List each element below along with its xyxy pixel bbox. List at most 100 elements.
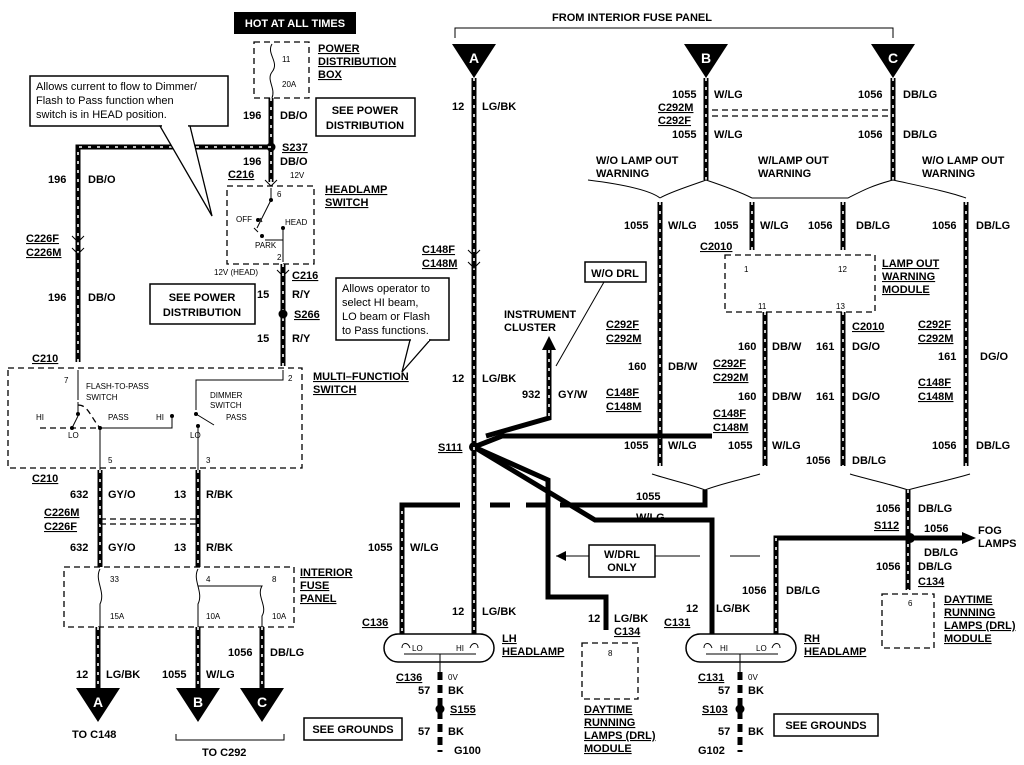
see-power-distribution-box-2 bbox=[149, 283, 256, 325]
v12-head-label: 12V (HEAD) bbox=[214, 268, 258, 277]
connector-b-bottom-letter: B bbox=[193, 694, 203, 710]
fog-lamps-arrow bbox=[962, 532, 976, 544]
drl-module-mid-label-2: RUNNING bbox=[584, 717, 635, 729]
wire-13-label-1: 13 bbox=[174, 489, 186, 501]
interior-fuse-panel-label-1: INTERIOR bbox=[300, 567, 353, 579]
c148m-label-a: C148M bbox=[422, 258, 457, 270]
splice-s103 bbox=[735, 704, 745, 714]
connector-c-top bbox=[871, 44, 915, 78]
c292f-label-right: C292F bbox=[918, 319, 951, 331]
fuse-10a-label-1: 10A bbox=[206, 612, 221, 621]
wire-lg-bk-label-drl: LG/BK bbox=[614, 613, 648, 625]
wire-db-lg-label-r1: DB/LG bbox=[856, 220, 890, 232]
wire-r-y-label-1: R/Y bbox=[292, 289, 311, 301]
wire-db-lg-label-fog2: DB/LG bbox=[924, 547, 958, 559]
s237-label: S237 bbox=[282, 142, 308, 154]
rh-lo-label: LO bbox=[756, 644, 767, 653]
wire-db-o-label-3: DB/O bbox=[88, 174, 116, 186]
see-grounds-text-left: SEE GROUNDS bbox=[312, 724, 393, 736]
c216-label-top: C216 bbox=[228, 169, 254, 181]
c148f-label-right: C148F bbox=[918, 377, 951, 389]
wire-1056-label-fog3: 1056 bbox=[876, 561, 900, 573]
drl-module-right-label-1: DAYTIME bbox=[944, 594, 993, 606]
c216-label-bottom: C216 bbox=[292, 270, 318, 282]
hi-label-2: HI bbox=[156, 413, 164, 422]
wire-57-label-lh2: 57 bbox=[418, 726, 430, 738]
c292f-label-mid: C292F bbox=[713, 358, 746, 370]
drl-module-right-label-3: LAMPS (DRL) bbox=[944, 620, 1016, 632]
connector-b-top-letter: B bbox=[701, 50, 711, 66]
lamp-out-warning-brackets bbox=[587, 179, 967, 199]
wire-dg-o-label-right: DG/O bbox=[980, 351, 1009, 363]
lamp-out-module-label-2: WARNING bbox=[882, 271, 935, 283]
pin-2-label-headlamp: 2 bbox=[277, 253, 282, 262]
headlamp-switch-label-2: SWITCH bbox=[325, 197, 368, 209]
see-grounds-box-right bbox=[773, 713, 879, 737]
pin-11-label: 11 bbox=[282, 55, 291, 64]
callout-operator-line-1: Allows operator to bbox=[342, 283, 430, 295]
wire-lg-bk-label-rh: LG/BK bbox=[716, 603, 750, 615]
power-distribution-box bbox=[253, 41, 310, 99]
pin-8-label-drl: 8 bbox=[608, 649, 613, 658]
pin-5-label: 5 bbox=[108, 456, 113, 465]
pin-12-label: 12 bbox=[838, 265, 847, 274]
c148m-label-mid: C148M bbox=[713, 422, 748, 434]
off-label: OFF bbox=[236, 215, 252, 224]
from-interior-fuse-panel-text: FROM INTERIOR FUSE PANEL bbox=[552, 12, 712, 24]
c292m-label-left: C292M bbox=[606, 333, 641, 345]
wire-1056-label-left: 1056 bbox=[228, 647, 252, 659]
c210-label-bottom: C210 bbox=[32, 473, 58, 485]
to-c148-label: TO C148 bbox=[72, 729, 116, 741]
lamp-out-module-label-3: MODULE bbox=[882, 284, 930, 296]
wire-dg-o-label-1: DG/O bbox=[852, 341, 881, 353]
connector-a-top bbox=[452, 44, 496, 78]
wire-bk-label-lh1: BK bbox=[448, 685, 464, 697]
wire-632-label-2: 632 bbox=[70, 542, 88, 554]
wire-db-lg-label-right-col: DB/LG bbox=[976, 440, 1010, 452]
wire-196-label-1: 196 bbox=[243, 110, 261, 122]
wire-db-lg-label-r2: DB/LG bbox=[976, 220, 1010, 232]
wire-db-lg-label-fog1: DB/LG bbox=[918, 503, 952, 515]
pin-11-label-module: 11 bbox=[758, 302, 767, 311]
dimmer-switch-label-2: SWITCH bbox=[210, 401, 242, 410]
v0-label-rh: 0V bbox=[748, 673, 758, 682]
c134-label-right: C134 bbox=[918, 576, 945, 588]
c292m-label-right: C292M bbox=[918, 333, 953, 345]
wire-db-lg-label-c2: DB/LG bbox=[903, 129, 937, 141]
pin-7-label: 7 bbox=[64, 376, 69, 385]
lamp-out-module-label-1: LAMP OUT bbox=[882, 258, 940, 270]
wire-57-label-rh2: 57 bbox=[718, 726, 730, 738]
connector-c-bottom bbox=[240, 688, 284, 722]
wire-gy-w-label: GY/W bbox=[558, 389, 588, 401]
c226f-label: C226F bbox=[44, 521, 77, 533]
pin-8-label: 8 bbox=[272, 575, 277, 584]
see-grounds-box-left bbox=[303, 717, 403, 741]
wire-12-label-drl: 12 bbox=[588, 613, 600, 625]
s155-label: S155 bbox=[450, 704, 476, 716]
rh-headlamp-label-1: RH bbox=[804, 633, 820, 645]
multi-function-switch-contacts bbox=[71, 370, 284, 474]
wire-160-label-2: 160 bbox=[738, 391, 756, 403]
splice-s266 bbox=[278, 309, 288, 319]
multi-function-switch-label-2: SWITCH bbox=[313, 384, 356, 396]
v12-label: 12V bbox=[290, 171, 305, 180]
wire-s111-drl bbox=[472, 444, 609, 630]
wo-drl-text: W/O DRL bbox=[591, 268, 639, 280]
connector-a-bottom bbox=[76, 688, 120, 722]
wire-160-label-left: 160 bbox=[628, 361, 646, 373]
wire-12-label-left: 12 bbox=[76, 669, 88, 681]
wire-13-label-2: 13 bbox=[174, 542, 186, 554]
v0-label-lh: 0V bbox=[448, 673, 458, 682]
wire-1056-label-c1: 1056 bbox=[858, 89, 882, 101]
wire-bk-label-rh1: BK bbox=[748, 685, 764, 697]
drl-module-mid-label-1: DAYTIME bbox=[584, 704, 633, 716]
pin-6-label-drl: 6 bbox=[908, 599, 913, 608]
lo-label-1: LO bbox=[68, 431, 79, 440]
drl-module-right-label-4: MODULE bbox=[944, 633, 992, 645]
instrument-cluster-arrow bbox=[542, 336, 556, 350]
wire-db-lg-label-c1: DB/LG bbox=[903, 89, 937, 101]
lh-headlamp-label-2: HEADLAMP bbox=[502, 646, 564, 658]
c148m-label-right: C148M bbox=[918, 391, 953, 403]
s266-label: S266 bbox=[294, 309, 320, 321]
wo-lamp-out-warning-right-2: WARNING bbox=[922, 168, 975, 180]
